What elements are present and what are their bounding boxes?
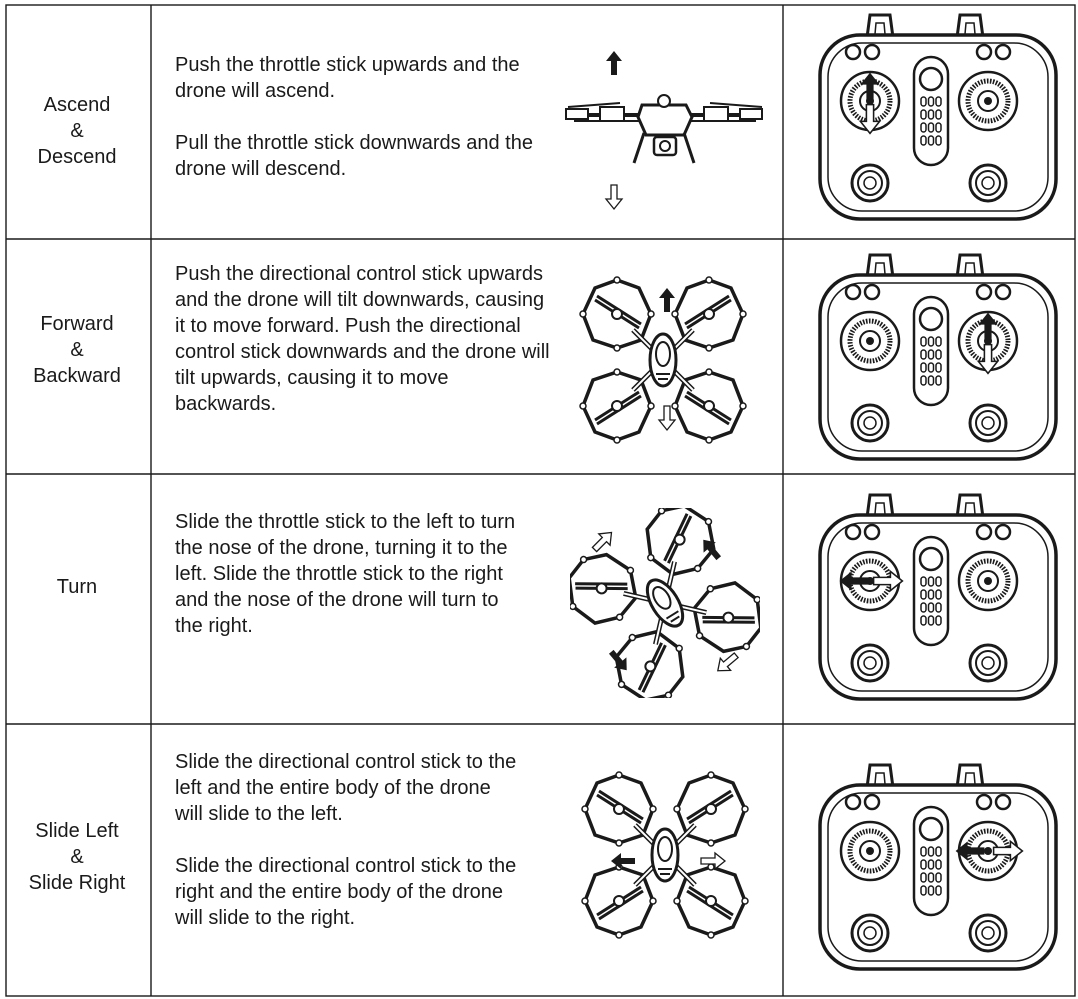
- label-line: Slide Left: [35, 820, 119, 842]
- remote-controller-icon: [818, 245, 1058, 463]
- row-desc-forward-backward: Push the directional control stick upwar…: [175, 261, 550, 417]
- label-line: Forward: [40, 313, 114, 335]
- backward-outline-arrow-icon: [658, 405, 676, 431]
- drone-side-view-icon: [565, 51, 763, 210]
- label-line: Ascend: [43, 94, 111, 116]
- desc-paragraph: Pull the throttle stick downwards and th…: [175, 132, 533, 180]
- label-line: Backward: [33, 365, 121, 387]
- row-desc-slide: Slide the directional control stick to t…: [175, 749, 520, 931]
- desc-paragraph: Slide the throttle stick to the left to …: [175, 511, 516, 637]
- label-line: Slide Right: [28, 872, 126, 894]
- desc-paragraph: Slide the directional control stick to t…: [175, 855, 517, 929]
- up-solid-arrow-icon: [606, 51, 622, 75]
- label-line: Descend: [37, 146, 117, 168]
- desc-paragraph: Slide the directional control stick to t…: [175, 751, 517, 825]
- remote-controller-icon: [818, 5, 1058, 223]
- down-outline-arrow-icon: [605, 184, 623, 210]
- row-desc-ascend-descend: Push the throttle stick upwards and the …: [175, 52, 535, 182]
- desc-paragraph: Push the throttle stick upwards and the …: [175, 54, 520, 102]
- row-label-slide: Slide Left & Slide Right: [6, 818, 148, 896]
- turn-outline-arrow-icon: [712, 648, 742, 678]
- label-line: &: [70, 120, 84, 142]
- row-label-turn: Turn: [6, 574, 148, 600]
- remote-controller-icon: [818, 755, 1058, 973]
- row-label-forward-backward: Forward & Backward: [6, 311, 148, 389]
- remote-controller-icon: [818, 485, 1058, 703]
- drone-top-view-icon: [580, 770, 750, 940]
- row-desc-turn: Slide the throttle stick to the left to …: [175, 509, 530, 639]
- row-label-ascend-descend: Ascend & Descend: [6, 92, 148, 170]
- drone-top-view-icon: [578, 275, 748, 445]
- desc-paragraph: Push the directional control stick upwar…: [175, 263, 550, 415]
- label-line: Turn: [56, 576, 98, 598]
- label-line: &: [70, 339, 84, 361]
- drone-turning-view-icon: [570, 508, 760, 698]
- forward-solid-arrow-icon: [659, 288, 675, 312]
- turn-outline-arrow-icon: [588, 526, 618, 556]
- label-line: &: [70, 846, 84, 868]
